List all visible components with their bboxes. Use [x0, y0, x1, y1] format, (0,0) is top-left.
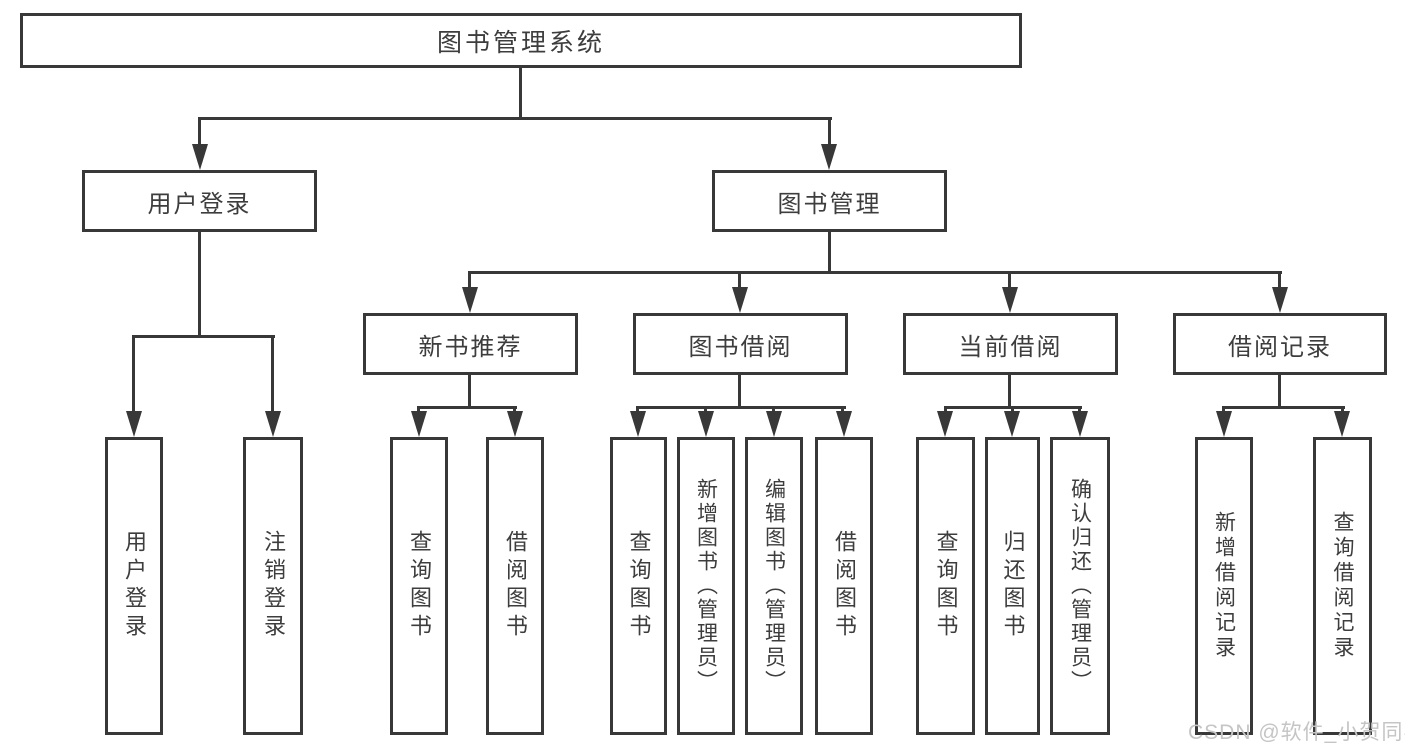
- connector-borrowrecord-stem: [1278, 375, 1281, 409]
- connector-bookmgmt-hbar: [468, 271, 1282, 274]
- arrowhead-down-icon: [1072, 411, 1088, 437]
- arrowhead-down-icon: [192, 144, 208, 170]
- node-leaf-user-login: 用户登录: [105, 437, 163, 735]
- arrowhead-down-icon: [265, 411, 281, 437]
- watermark: CSDN @软件_小贺同学: [1188, 721, 1405, 744]
- connector-to-new-book: [468, 271, 471, 292]
- arrowhead-down-icon: [1002, 287, 1018, 313]
- node-leaf-confirm-return: 确认归还（管理员）: [1050, 437, 1110, 735]
- arrowhead-down-icon: [836, 411, 852, 437]
- arrowhead-down-icon: [462, 287, 478, 313]
- connector-to-borrow-record: [1278, 271, 1281, 292]
- node-book-mgmt: 图书管理: [712, 170, 947, 232]
- connector-newbook-hbar: [417, 406, 517, 409]
- node-leaf-query-book-3: 查询图书: [916, 437, 975, 735]
- node-leaf-borrow-book-1: 借阅图书: [486, 437, 544, 735]
- node-book-borrow: 图书借阅: [633, 313, 848, 375]
- node-leaf-add-record: 新增借阅记录: [1195, 437, 1253, 735]
- node-leaf-query-book-2: 查询图书: [610, 437, 667, 735]
- connector-bookmgmt-stem: [828, 232, 831, 274]
- node-user-login: 用户登录: [82, 170, 317, 232]
- connector-userlogin-hbar: [132, 335, 275, 338]
- connector-to-book-borrow: [738, 271, 741, 292]
- arrowhead-down-icon: [1004, 411, 1020, 437]
- arrowhead-down-icon: [1334, 411, 1350, 437]
- arrowhead-down-icon: [937, 411, 953, 437]
- connector-newbook-stem: [468, 375, 471, 409]
- arrowhead-down-icon: [821, 144, 837, 170]
- connector-to-user-login: [198, 117, 201, 149]
- connector-to-leaf-logout: [271, 335, 274, 413]
- node-leaf-return-book: 归还图书: [985, 437, 1040, 735]
- node-leaf-query-record: 查询借阅记录: [1313, 437, 1372, 735]
- arrowhead-down-icon: [698, 411, 714, 437]
- node-leaf-borrow-book-2: 借阅图书: [815, 437, 873, 735]
- arrowhead-down-icon: [126, 411, 142, 437]
- connector-bookborrow-stem: [738, 375, 741, 409]
- connector-to-leaf-user-login: [132, 335, 135, 413]
- arrowhead-down-icon: [411, 411, 427, 437]
- connector-to-current-borrow: [1008, 271, 1011, 292]
- arrowhead-down-icon: [1216, 411, 1232, 437]
- arrowhead-down-icon: [507, 411, 523, 437]
- node-new-book-rec: 新书推荐: [363, 313, 578, 375]
- arrowhead-down-icon: [630, 411, 646, 437]
- node-leaf-query-book-1: 查询图书: [390, 437, 448, 735]
- connector-userlogin-stem: [198, 232, 201, 338]
- connector-to-book-mgmt: [828, 117, 831, 149]
- node-leaf-logout: 注销登录: [243, 437, 303, 735]
- arrowhead-down-icon: [732, 287, 748, 313]
- node-borrow-record: 借阅记录: [1173, 313, 1387, 375]
- connector-root-hbar: [198, 117, 832, 120]
- connector-borrowrecord-hbar: [1222, 406, 1345, 409]
- node-leaf-edit-book: 编辑图书（管理员）: [745, 437, 803, 735]
- arrowhead-down-icon: [1272, 287, 1288, 313]
- node-leaf-add-book: 新增图书（管理员）: [677, 437, 735, 735]
- connector-bookborrow-hbar: [636, 406, 846, 409]
- connector-root-stem: [519, 68, 522, 117]
- node-current-borrow: 当前借阅: [903, 313, 1118, 375]
- node-root: 图书管理系统: [20, 13, 1022, 68]
- arrowhead-down-icon: [766, 411, 782, 437]
- connector-currentborrow-stem: [1008, 375, 1011, 409]
